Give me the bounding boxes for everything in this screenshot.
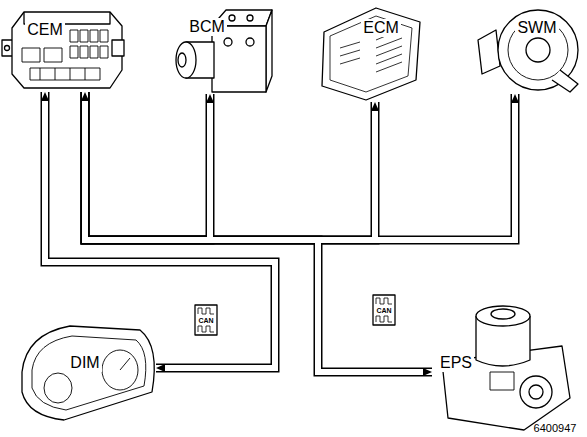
- bus-wire-outline: [45, 92, 275, 368]
- module-name: BCM: [187, 18, 227, 36]
- module-dim: DIM: [20, 322, 156, 422]
- bus-wire-outline: [85, 92, 515, 240]
- can-bus-wire: [85, 92, 210, 240]
- ecm-illustration: [322, 8, 420, 100]
- can-label: CAN: [198, 317, 213, 324]
- module-name: SWM: [515, 19, 558, 37]
- can-bus-wire: [85, 92, 375, 240]
- module-name: ECM: [361, 19, 401, 37]
- module-swm: SWM: [476, 8, 580, 94]
- dim-illustration: [22, 326, 154, 420]
- can-bus-wire: [85, 92, 432, 372]
- module-ecm: ECM: [320, 6, 422, 102]
- module-cem: CEM: [2, 8, 126, 92]
- bcm-illustration: [176, 10, 272, 92]
- can-icon: [373, 295, 395, 325]
- can-bus-wire: [85, 92, 515, 240]
- cem-illustration: [2, 12, 124, 88]
- module-name: DIM: [68, 354, 101, 372]
- bus-wire-outline: [85, 92, 375, 240]
- can-icon: [195, 305, 217, 335]
- module-name: EPS: [438, 354, 474, 372]
- module-bcm: BCM: [175, 8, 273, 94]
- can-label: CAN: [376, 307, 391, 314]
- swm-illustration: [478, 10, 578, 92]
- figure-number: 6400947: [534, 423, 577, 434]
- bus-wire-outline: [85, 92, 432, 372]
- module-name: CEM: [25, 21, 65, 39]
- can-bus-wire: [45, 92, 275, 368]
- bus-wire-outline: [85, 92, 210, 240]
- module-eps: EPS: [432, 302, 572, 432]
